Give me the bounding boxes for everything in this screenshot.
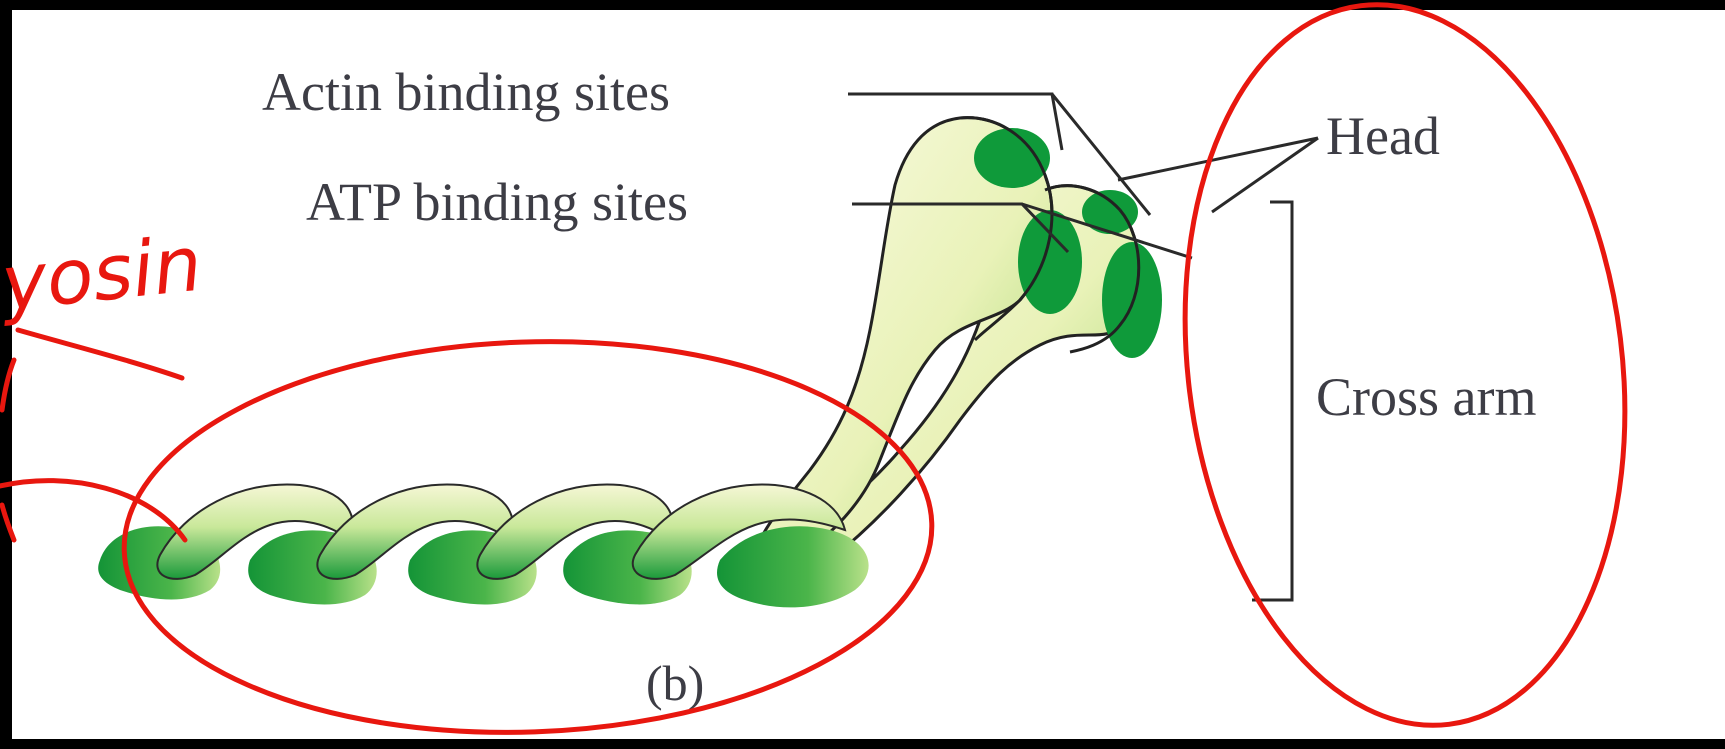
handwritten-myosin-note: yosin xyxy=(0,219,206,329)
edge-stroke-1 xyxy=(2,360,14,410)
actin-binding-site-front xyxy=(974,128,1050,188)
atp-binding-sites-label: ATP binding sites xyxy=(306,172,688,232)
panel-label: (b) xyxy=(646,655,704,711)
pointer-line-upper xyxy=(18,330,182,378)
actin-binding-sites-label: Actin binding sites xyxy=(262,62,670,122)
cross-arm-label: Cross arm xyxy=(1316,367,1536,427)
head-label: Head xyxy=(1326,106,1440,166)
atp-binding-site-back xyxy=(1102,242,1162,358)
myosin-tail xyxy=(98,484,868,607)
edge-stroke-2 xyxy=(2,505,14,540)
cross-arm-bracket xyxy=(1252,202,1292,600)
